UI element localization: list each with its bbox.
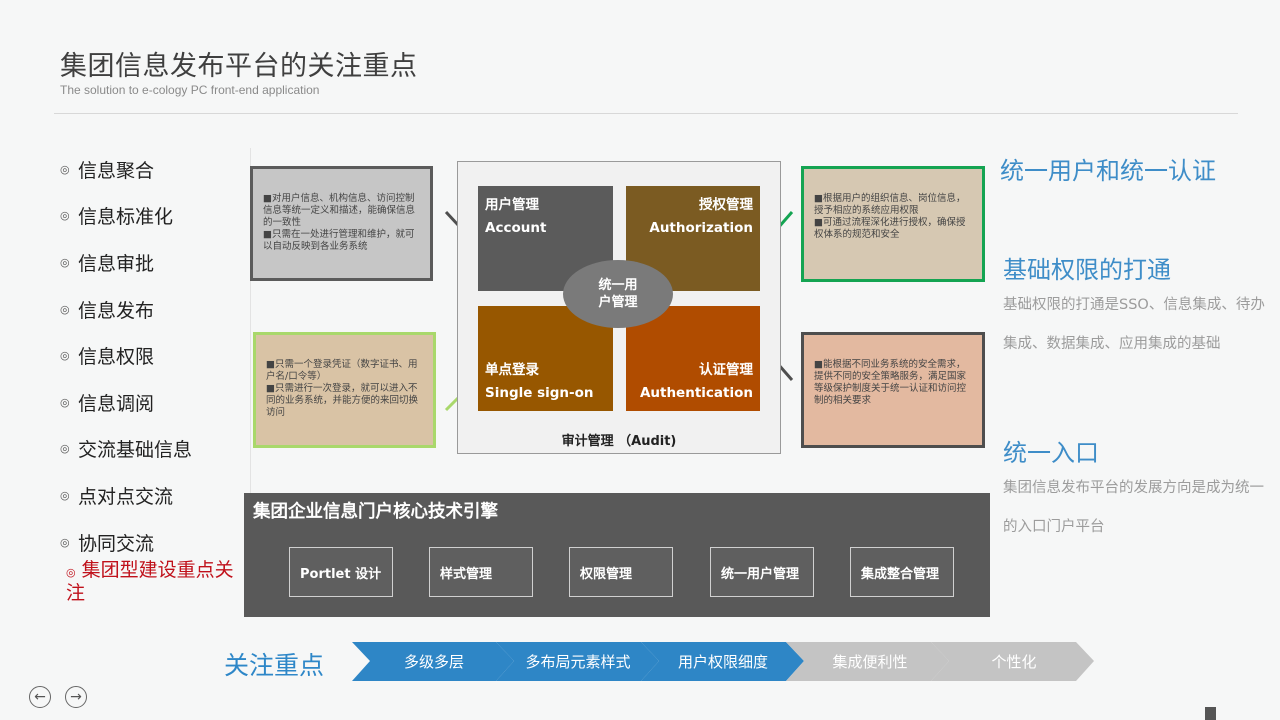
sidebar-item[interactable]: ◎ 点对点交流 [60, 472, 240, 519]
right-paragraph-entry: 集团信息发布平台的发展方向是成为统一的入口门户平台 [1003, 480, 1264, 535]
engine-button-portlet[interactable]: Portlet 设计 [289, 547, 393, 597]
quadrant-label: 认证管理 [699, 362, 753, 378]
bullet-icon: ◎ [60, 162, 70, 176]
quadrant-label: 授权管理 [699, 197, 753, 213]
description-text: ■根据用户的组织信息、岗位信息，授予相应的系统应用权限 ■可通过流程深化进行授权… [814, 193, 966, 240]
bullet-icon: ◎ [60, 209, 70, 223]
bullet-icon: ◎ [60, 395, 70, 409]
chevron-step-4 [786, 642, 949, 681]
sidebar-item-active-label: 集团型建设重点关注 [66, 559, 234, 604]
engine-button-integration[interactable]: 集成整合管理 [850, 547, 954, 597]
sidebar-item-label: 信息标准化 [78, 206, 174, 229]
audit-label: 审计管理 （Audit) [561, 434, 677, 449]
right-paragraph-permissions: 基础权限的打通是SSO、信息集成、待办集成、数据集成、应用集成的基础 [1003, 297, 1265, 352]
chevron-step-1 [352, 642, 514, 681]
center-ellipse: 统一用户管理 [563, 260, 673, 328]
description-text: ■只需一个登录凭证（数字证书、用户名/口令等） ■只需进行一次登录，就可以进入不… [266, 359, 419, 418]
bullet-icon: ◎ [60, 535, 70, 549]
description-text: ■对用户信息、机构信息、访问控制信息等统一定义和描述，能确保信息的一致性 ■只需… [263, 193, 416, 252]
page-title: 集团信息发布平台的关注重点 [60, 51, 418, 82]
right-heading-unified-auth: 统一用户和统一认证 [1000, 157, 1216, 185]
bullet-icon: ◎ [60, 302, 70, 316]
description-box-authentication: ■能根据不同业务系统的安全需求，提供不同的安全策略服务，满足国家等级保护制度关于… [801, 332, 985, 448]
sidebar-item-label: 信息调阅 [78, 392, 155, 415]
sidebar-item[interactable]: ◎ 信息聚合 [60, 146, 240, 193]
sidebar-item[interactable]: ◎ 交流基础信息 [60, 426, 240, 473]
sidebar-divider [250, 148, 251, 608]
sidebar-item[interactable]: ◎ 信息发布 [60, 286, 240, 333]
right-heading-entry: 统一入口 [1003, 439, 1099, 467]
sidebar-item[interactable]: ◎ 信息调阅 [60, 379, 240, 426]
quadrant-label-en: Authorization [649, 220, 753, 236]
sidebar-item-label: 信息权限 [78, 346, 155, 369]
engine-button-user[interactable]: 统一用户管理 [710, 547, 814, 597]
quadrant-label-en: Single sign-on [485, 385, 594, 401]
bullet-icon: ◎ [66, 566, 76, 579]
chevron-step-label: 集成便利性 [832, 653, 907, 671]
sidebar-item-active[interactable]: ◎集团型建设重点关注 [66, 560, 246, 604]
chevron-step-5 [931, 642, 1094, 681]
description-box-account: ■对用户信息、机构信息、访问控制信息等统一定义和描述，能确保信息的一致性 ■只需… [250, 166, 433, 281]
right-heading-permissions: 基础权限的打通 [1003, 256, 1171, 284]
quadrant-account: 用户管理 Account [478, 186, 613, 291]
bullet-icon: ◎ [60, 349, 70, 363]
arrow-left-icon[interactable]: ← [29, 686, 51, 708]
sidebar-item-label: 交流基础信息 [78, 439, 193, 462]
sidebar-item[interactable]: ◎ 信息标准化 [60, 193, 240, 240]
focus-label: 关注重点 [224, 651, 325, 680]
engine-button-permission[interactable]: 权限管理 [569, 547, 673, 597]
quadrant-label: 用户管理 [485, 197, 539, 213]
chevron-step-2 [496, 642, 659, 681]
description-text: ■能根据不同业务系统的安全需求，提供不同的安全策略服务，满足国家等级保护制度关于… [814, 359, 967, 406]
sidebar-item-label: 信息审批 [78, 252, 155, 275]
center-label: 统一用户管理 [598, 278, 638, 310]
quadrant-authentication: 认证管理 Authentication [626, 306, 760, 411]
sidebar-item[interactable]: ◎ 协同交流 [60, 519, 240, 566]
quadrant-label-en: Account [485, 220, 547, 236]
sidebar-nav: ◎ 信息聚合 ◎ 信息标准化 ◎ 信息审批 ◎ 信息发布 ◎ 信息权限 ◎ 信息调阅 ◎ 交流… [60, 146, 240, 565]
chevron-step-label: 多布局元素样式 [525, 653, 630, 671]
header-divider [54, 113, 1238, 114]
corner-marker [1205, 707, 1216, 720]
arrow-right-icon[interactable]: → [65, 686, 87, 708]
page-subtitle: The solution to e-cology PC front-end ap… [60, 83, 320, 97]
quadrant-label: 单点登录 [485, 362, 539, 378]
chevron-step-label: 多级多层 [404, 653, 464, 671]
sidebar-item-label: 信息聚合 [78, 159, 155, 182]
description-box-sso: ■只需一个登录凭证（数字证书、用户名/口令等） ■只需进行一次登录，就可以进入不… [253, 332, 436, 448]
bullet-icon: ◎ [60, 488, 70, 502]
sidebar-item[interactable]: ◎ 信息审批 [60, 239, 240, 286]
sidebar-item-label: 点对点交流 [78, 485, 174, 508]
bullet-icon: ◎ [60, 255, 70, 269]
chevron-step-label: 用户权限细度 [678, 653, 768, 671]
chevron-step-3 [641, 642, 804, 681]
sidebar-item-label: 协同交流 [78, 532, 155, 555]
quadrant-authorization: 授权管理 Authorization [626, 186, 760, 291]
description-box-authorization: ■根据用户的组织信息、岗位信息，授予相应的系统应用权限 ■可通过流程深化进行授权… [801, 166, 985, 282]
quadrant-label-en: Authentication [639, 385, 753, 401]
sidebar-item-label: 信息发布 [78, 299, 155, 322]
quadrant-sso: 单点登录 Single sign-on [478, 306, 613, 411]
engine-title: 集团企业信息门户核心技术引擎 [253, 502, 498, 522]
engine-button-style[interactable]: 样式管理 [429, 547, 533, 597]
sidebar-item[interactable]: ◎ 信息权限 [60, 332, 240, 379]
chevron-step-label: 个性化 [991, 653, 1036, 671]
bullet-icon: ◎ [60, 442, 70, 456]
